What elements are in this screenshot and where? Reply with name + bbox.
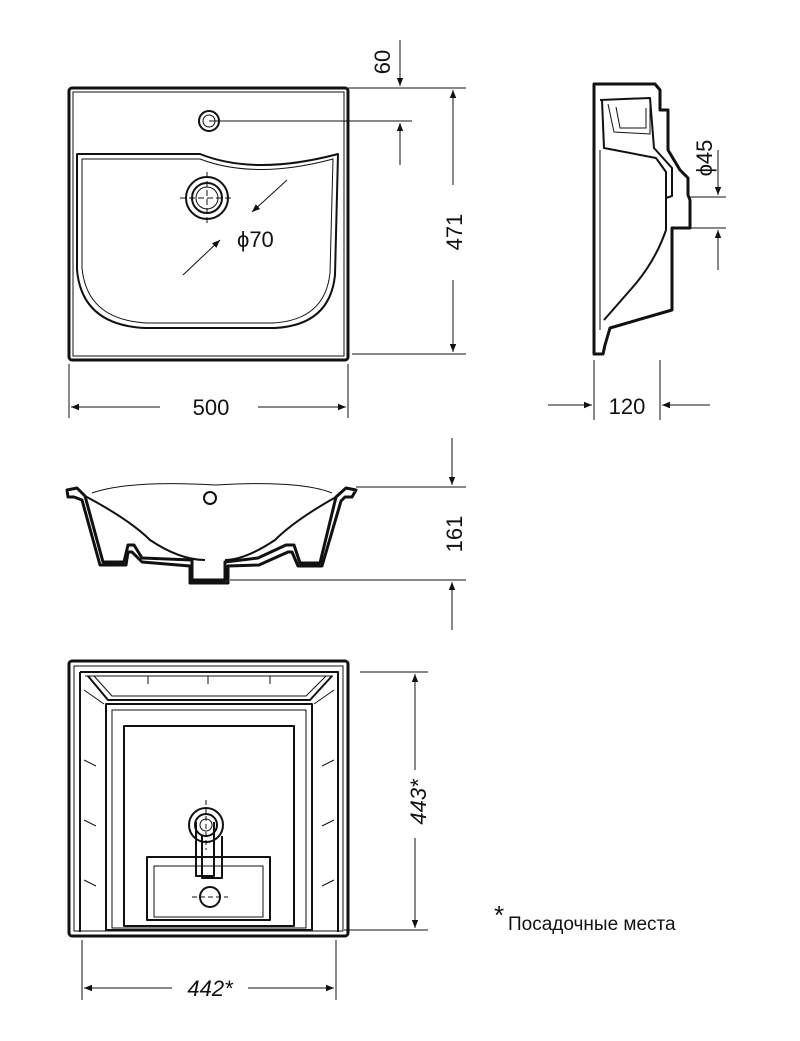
note: * Посадочные места	[494, 900, 676, 935]
note-asterisk: *	[494, 900, 504, 930]
mount-height-label: 443*	[406, 778, 431, 825]
top-view-outline	[67, 86, 350, 362]
front-view: 161	[65, 438, 467, 630]
top-view: ϕ70 60 471 500	[67, 40, 467, 420]
depth-label: 120	[609, 394, 646, 419]
front-view-outline	[65, 486, 358, 585]
drain-pipe	[195, 822, 215, 877]
note-text: Посадочные места	[508, 914, 676, 935]
side-view: ϕ45 120	[548, 82, 726, 420]
side-view-outline	[592, 82, 692, 356]
basin-outline	[76, 153, 339, 329]
width-label: 500	[193, 395, 230, 420]
bottom-view-outline	[67, 659, 350, 938]
height-label: 471	[442, 214, 467, 251]
drain-diameter-label: ϕ70	[237, 227, 274, 252]
mount-width-label: 442*	[187, 976, 234, 1001]
side-hole-diameter-label: ϕ45	[692, 140, 717, 177]
side-height-label: 161	[442, 516, 467, 553]
bottom-view: 443* 442*	[67, 659, 431, 1001]
tap-offset-label: 60	[370, 50, 395, 74]
overflow-hole	[203, 491, 217, 505]
